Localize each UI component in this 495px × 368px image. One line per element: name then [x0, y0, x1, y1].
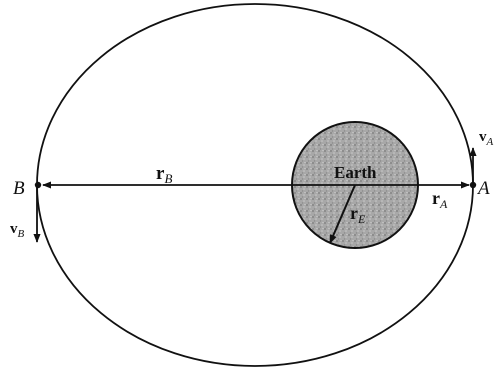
velocity-a-label: vA	[479, 129, 494, 148]
earth-label: Earth	[334, 163, 377, 182]
point-b-dot	[34, 181, 42, 189]
radius-a-label: rA	[432, 188, 448, 211]
point-a-label: A	[476, 178, 490, 199]
velocity-b-label: vB	[10, 221, 25, 240]
radius-b-label: rB	[156, 163, 172, 186]
point-b-label: B	[13, 178, 25, 199]
radius-earth-arrow	[329, 184, 356, 244]
radius-earth-label: rE	[350, 203, 366, 226]
